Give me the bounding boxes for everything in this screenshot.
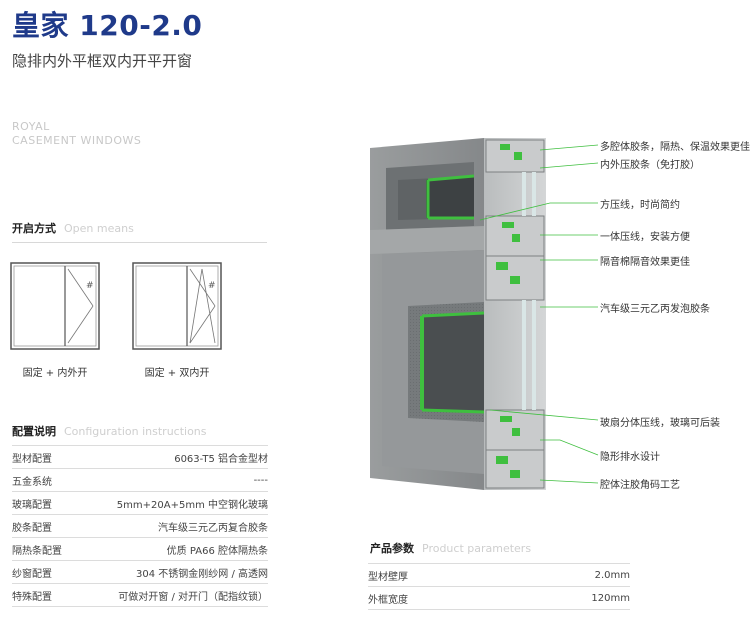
config-value: 6063-T5 铝合金型材 [75,445,268,469]
open-means-title-en: Open means [64,222,134,235]
config-label: 五金系统 [12,468,76,492]
annotation-label: 一体压线，安装方便 [600,232,690,243]
product-label: 外框宽度 [368,586,502,610]
config-label: 特殊配置 [12,583,76,607]
product-title-en: Product parameters [422,542,532,555]
annotation-label: 隐形排水设计 [600,452,660,463]
profile-cross-section-image [370,138,546,490]
annotation-label: 汽车级三元乙丙发泡胶条 [600,304,710,315]
svg-text:#: # [86,281,94,291]
product-title: 产品参数 [370,542,414,555]
annotation-label: 腔体注胶角码工艺 [600,480,680,491]
open-means-title: 开启方式 [12,222,56,235]
annotation-label: 方压线，时尚简约 [600,200,680,211]
table-row: 隔热条配置优质 PA66 腔体隔热条 [12,537,268,561]
config-label: 玻璃配置 [12,491,76,515]
svg-text:#: # [208,281,216,291]
config-value: 5mm+20A+5mm 中空钢化玻璃 [75,491,268,515]
brand-text: ROYAL CASEMENT WINDOWS [12,120,141,148]
open-option-caption-1: 固定 + 内外开 [22,368,88,379]
config-value: 优质 PA66 腔体隔热条 [75,537,268,561]
product-heading: 产品参数 Product parameters [370,540,531,556]
config-heading: 配置说明 Configuration instructions [12,423,207,439]
annotation-label: 玻扇分体压线，玻璃可后装 [600,418,720,429]
table-row: 五金系统---- [12,468,268,492]
config-label: 胶条配置 [12,514,76,538]
config-label: 隔热条配置 [12,537,76,561]
product-value: 2.0mm [501,563,630,587]
brand-line-1: ROYAL [12,120,50,133]
divider [12,242,267,243]
config-title-en: Configuration instructions [64,425,207,438]
annotation-label: 内外压胶条（免打胶） [600,160,700,171]
page-title: 皇家 120-2.0 [12,9,203,42]
annotation-label: 多腔体胶条，隔热、保温效果更佳 [600,142,750,153]
config-value: 汽车级三元乙丙复合胶条 [75,514,268,538]
annotation-leaders [479,144,599,484]
fixed-tilt-turn-window-icon: # [132,262,222,350]
brand-line-2: CASEMENT WINDOWS [12,134,142,147]
table-row: 特殊配置可做对开窗 / 对开门（配指纹锁） [12,583,268,607]
annotation-label: 隔音棉隔音效果更佳 [600,257,690,268]
product-label: 型材壁厚 [368,563,502,587]
config-label: 纱窗配置 [12,560,76,584]
config-title: 配置说明 [12,425,56,438]
product-value: 120mm [501,586,630,610]
fixed-casement-window-icon: # [10,262,100,350]
config-value: 可做对开窗 / 对开门（配指纹锁） [75,583,268,607]
config-label: 型材配置 [12,445,76,469]
open-means-heading: 开启方式 Open means [12,220,134,236]
page-subtitle: 隐排内外平框双内开平开窗 [12,52,193,70]
config-value: ---- [75,468,268,492]
config-value: 304 不锈钢金刚纱网 / 高透网 [75,560,268,584]
table-row: 胶条配置汽车级三元乙丙复合胶条 [12,514,268,538]
open-option-caption-2: 固定 + 双内开 [144,368,210,379]
